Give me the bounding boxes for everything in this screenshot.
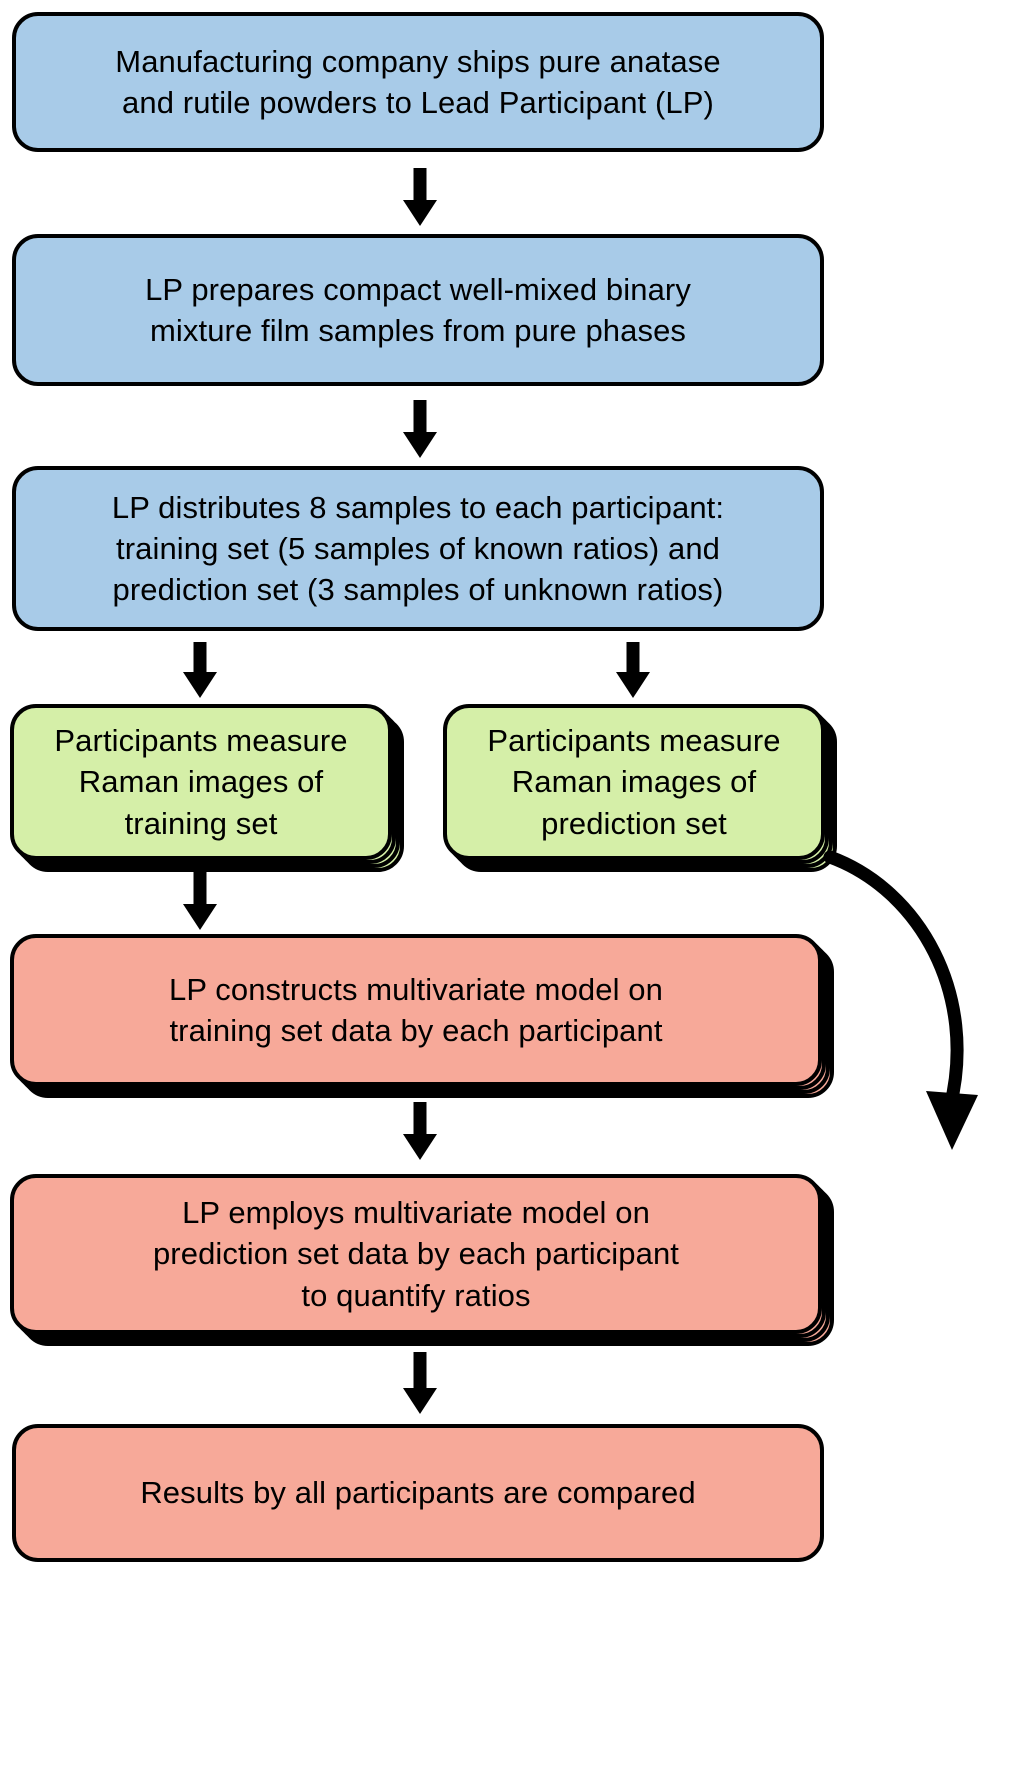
arrow-head [183,672,217,698]
arrow-n3-to-n5 [613,642,653,698]
node-lp-prepares-samples[interactable]: LP prepares compact well-mixed binary mi… [12,234,824,386]
arrow-shaft [413,400,427,434]
node-results-compared[interactable]: Results by all participants are compared [12,1424,824,1562]
arrow-head [183,904,217,930]
node-participants-measure-training-set[interactable]: Participants measure Raman images of tra… [10,704,392,860]
arrow-head [403,1388,437,1414]
curved-arrow-head [926,1091,978,1150]
arrow-head [403,200,437,226]
arrow-shaft [413,168,427,202]
curved-arrow-path [823,850,964,1114]
arrow-shaft [413,1352,427,1390]
arrow-n7-to-n8 [400,1352,440,1414]
arrow-n6-to-n7 [400,1102,440,1160]
arrow-n1-to-n2 [400,168,440,226]
arrow-shaft [413,1102,427,1136]
node-lp-employs-multivariate-model[interactable]: LP employs multivariate model on predict… [10,1174,822,1334]
arrow-shaft [193,642,207,674]
node-lp-constructs-multivariate-model[interactable]: LP constructs multivariate model on trai… [10,934,822,1086]
arrow-shaft [626,642,640,674]
arrow-head [403,1134,437,1160]
arrow-shaft [193,872,207,906]
arrow-head [616,672,650,698]
node-manufacturing-ships-powders[interactable]: Manufacturing company ships pure anatase… [12,12,824,152]
arrow-head [403,432,437,458]
arrow-n4-to-n6 [180,872,220,930]
arrow-n3-to-n4 [180,642,220,698]
node-lp-distributes-samples[interactable]: LP distributes 8 samples to each partici… [12,466,824,631]
node-participants-measure-prediction-set[interactable]: Participants measure Raman images of pre… [443,704,825,860]
arrow-n2-to-n3 [400,400,440,458]
